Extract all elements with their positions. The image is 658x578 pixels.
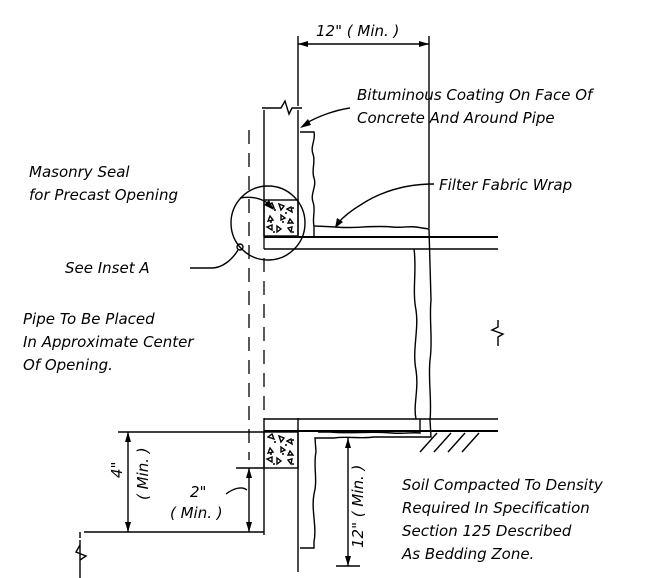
dimension-2-value: 2" — [190, 483, 206, 501]
note-pipe-line1: Pipe To Be Placed — [23, 310, 155, 328]
note-masonry-line1: Masonry Seal — [29, 163, 130, 181]
leader-masonry — [239, 196, 274, 210]
dimension-side-label: 12" ( Min. ) — [349, 465, 367, 548]
note-soil-line1: Soil Compacted To Density — [402, 476, 604, 494]
note-pipe-line2: In Approximate Center — [23, 333, 194, 351]
dimension-4-min: 4" ( Min. ) — [108, 431, 264, 532]
wall-break-symbol — [262, 99, 302, 116]
ground-line-and-soil — [74, 432, 480, 578]
structure-wall — [248, 99, 302, 572]
leader-bituminous — [300, 107, 351, 128]
dimension-2-leader — [225, 487, 248, 495]
dimension-top-label: 12" ( Min. ) — [316, 22, 399, 40]
dimension-side-12-min: 12" ( Min. ) — [336, 438, 367, 567]
masonry-seal-lower — [263, 431, 299, 469]
filter-fabric-wrap — [300, 131, 432, 549]
dimension-2-min: 2" ( Min. ) — [170, 467, 264, 532]
dimension-2-min: ( Min. ) — [170, 504, 223, 522]
note-masonry-line2: for Precast Opening — [29, 186, 178, 204]
dimension-4-value: 4" — [108, 462, 126, 478]
note-filter-fabric: Filter Fabric Wrap — [439, 176, 572, 194]
note-bituminous-line2: Concrete And Around Pipe — [357, 109, 555, 127]
note-pipe-line3: Of Opening. — [23, 356, 113, 374]
ground-break-symbol — [74, 544, 88, 561]
pipe-break-symbol — [490, 320, 505, 346]
dimension-top-12-min: 12" ( Min. ) — [297, 22, 430, 228]
note-see-inset: See Inset A — [65, 259, 150, 277]
leader-see-inset — [190, 243, 244, 269]
inset-a-circle — [230, 185, 306, 261]
soil-hatch — [419, 432, 480, 453]
note-soil-line2: Required In Specification — [402, 499, 590, 517]
pipe — [264, 236, 505, 432]
note-bituminous-line1: Bituminous Coating On Face Of — [357, 86, 595, 104]
note-soil-line3: Section 125 Described — [402, 522, 572, 540]
masonry-seal-upper — [263, 199, 299, 237]
leader-filter-fabric — [335, 183, 435, 228]
dimension-4-min: ( Min. ) — [134, 447, 152, 500]
note-soil-line4: As Bedding Zone. — [401, 545, 534, 563]
